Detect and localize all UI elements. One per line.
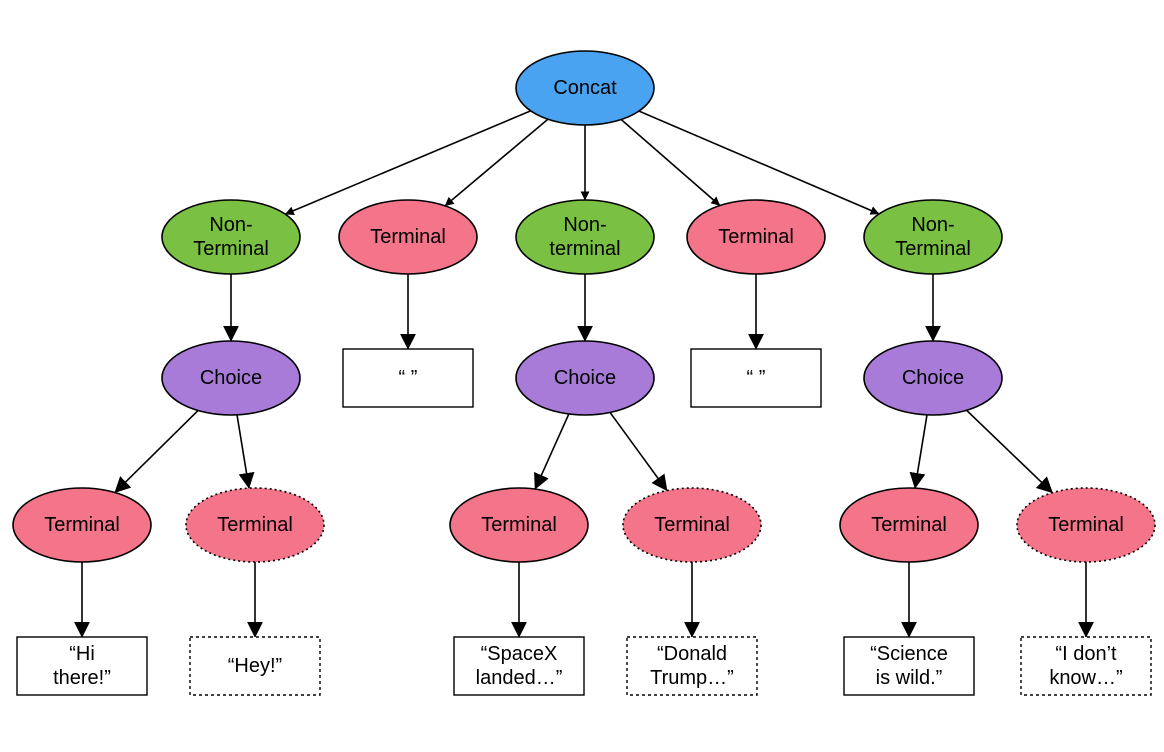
option-terminal-node-3-1-line-1: Terminal bbox=[481, 514, 557, 536]
non-terminal-node-1-line-2: Terminal bbox=[193, 238, 269, 260]
non-terminal-node-3-line-2: terminal bbox=[549, 238, 620, 260]
value-box-1-1-line-2: there!” bbox=[53, 667, 111, 689]
value-box-3-1-line-2: landed…” bbox=[476, 667, 563, 689]
non-terminal-node-3: Non-terminal bbox=[515, 199, 655, 275]
choice-node-5-shape bbox=[863, 340, 1003, 416]
choice-node-5: Choice bbox=[863, 340, 1003, 416]
option-terminal-node-5-2-shape bbox=[1016, 487, 1156, 563]
terminal-node-2-shape bbox=[338, 199, 478, 275]
option-terminal-node-3-2-line-1: Terminal bbox=[654, 514, 730, 536]
space-value-box-2: “ ” bbox=[342, 348, 474, 408]
choice-node-1-shape bbox=[161, 340, 301, 416]
value-box-1-2: “Hey!” bbox=[189, 636, 321, 696]
choice-node-1: Choice bbox=[161, 340, 301, 416]
value-box-5-1-line-2: is wild.” bbox=[876, 667, 943, 689]
option-terminal-node-5-2-line-1: Terminal bbox=[1048, 514, 1124, 536]
option-terminal-node-5-2: Terminal bbox=[1016, 487, 1156, 563]
value-box-3-2-line-2: Trump…” bbox=[650, 667, 734, 689]
value-box-5-1-line-1: “Science bbox=[870, 643, 948, 665]
non-terminal-node-5-line-1: Non- bbox=[911, 214, 954, 236]
terminal-node-4-shape bbox=[686, 199, 826, 275]
non-terminal-node-3-line-1: Non- bbox=[563, 214, 606, 236]
value-box-1-1-line-1: “Hi bbox=[69, 643, 95, 665]
option-terminal-node-1-2: Terminal bbox=[185, 487, 325, 563]
space-value-box-4: “ ” bbox=[690, 348, 822, 408]
non-terminal-node-3-shape bbox=[515, 199, 655, 275]
choice-node-5-line-1: Choice bbox=[902, 367, 964, 389]
choice-node-3-line-1: Choice bbox=[554, 367, 616, 389]
non-terminal-node-5: Non-Terminal bbox=[863, 199, 1003, 275]
value-box-5-2-line-2: know…” bbox=[1049, 667, 1122, 689]
value-box-1-2-line-1: “Hey!” bbox=[228, 655, 282, 677]
space-value-box-2-line-1: “ ” bbox=[399, 367, 418, 389]
choice-node-3-shape bbox=[515, 340, 655, 416]
non-terminal-node-1-shape bbox=[161, 199, 301, 275]
concat-node-line-1: Concat bbox=[553, 77, 617, 99]
terminal-node-2: Terminal bbox=[338, 199, 478, 275]
option-terminal-node-5-1-line-1: Terminal bbox=[871, 514, 947, 536]
value-box-3-1-line-1: “SpaceX bbox=[481, 643, 558, 665]
concat-node-shape bbox=[515, 50, 655, 126]
non-terminal-node-1-line-1: Non- bbox=[209, 214, 252, 236]
space-value-box-2-shape bbox=[342, 348, 474, 408]
terminal-node-2-line-1: Terminal bbox=[370, 226, 446, 248]
value-box-5-2-line-1: “I don’t bbox=[1055, 643, 1117, 665]
option-terminal-node-5-1-shape bbox=[839, 487, 979, 563]
value-box-3-2-shape bbox=[626, 636, 758, 696]
value-box-5-2-shape bbox=[1020, 636, 1152, 696]
space-value-box-4-line-1: “ ” bbox=[747, 367, 766, 389]
option-terminal-node-1-2-shape bbox=[185, 487, 325, 563]
terminal-node-4: Terminal bbox=[686, 199, 826, 275]
option-terminal-node-3-2: Terminal bbox=[622, 487, 762, 563]
option-terminal-node-3-2-shape bbox=[622, 487, 762, 563]
value-box-1-1-shape bbox=[16, 636, 148, 696]
option-terminal-node-1-2-line-1: Terminal bbox=[217, 514, 293, 536]
option-terminal-node-1-1-shape bbox=[12, 487, 152, 563]
option-terminal-node-3-1: Terminal bbox=[449, 487, 589, 563]
option-terminal-node-5-1: Terminal bbox=[839, 487, 979, 563]
terminal-node-4-line-1: Terminal bbox=[718, 226, 794, 248]
value-box-5-1-shape bbox=[843, 636, 975, 696]
value-box-1-2-shape bbox=[189, 636, 321, 696]
option-terminal-node-1-1: Terminal bbox=[12, 487, 152, 563]
choice-node-1-line-1: Choice bbox=[200, 367, 262, 389]
value-box-3-2-line-1: “Donald bbox=[657, 643, 727, 665]
space-value-box-4-shape bbox=[690, 348, 822, 408]
choice-node-3: Choice bbox=[515, 340, 655, 416]
option-terminal-node-3-1-shape bbox=[449, 487, 589, 563]
concat-node: Concat bbox=[515, 50, 655, 126]
non-terminal-node-5-shape bbox=[863, 199, 1003, 275]
value-box-3-1-shape bbox=[453, 636, 585, 696]
nodes-layer: ConcatNon-TerminalChoiceTerminal“Hithere… bbox=[12, 50, 1156, 696]
option-terminal-node-1-1-line-1: Terminal bbox=[44, 514, 120, 536]
non-terminal-node-5-line-2: Terminal bbox=[895, 238, 971, 260]
non-terminal-node-1: Non-Terminal bbox=[161, 199, 301, 275]
